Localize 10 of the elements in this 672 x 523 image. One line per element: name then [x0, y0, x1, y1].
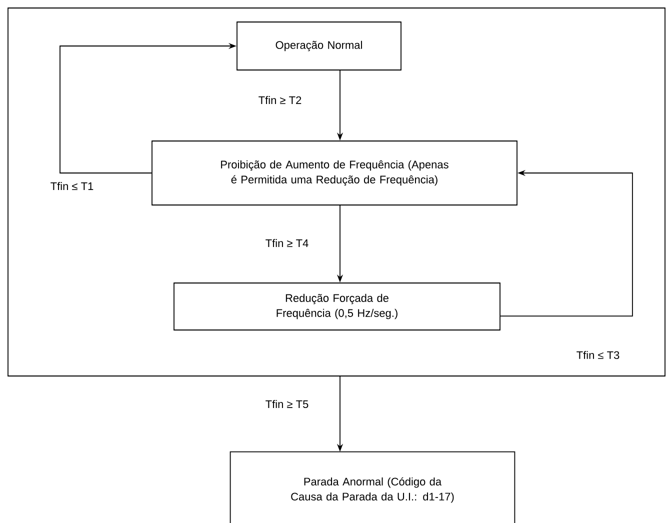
frame-box [8, 8, 666, 376]
process-box: Redução Forçada de Frequência (0,5 Hz/seg.) [174, 282, 500, 330]
process-box: Parada Anormal (Código da Causa da Parada da U.I.: d1-17) [230, 451, 516, 523]
edge-label: Tfin ≤ T3 [575, 350, 621, 360]
edge-label: Tfin ≤ T1 [49, 181, 95, 191]
process-box: Proibição de Aumento de Frequência (Apenas é Permitida uma Redução de Frequência) [152, 140, 518, 206]
edge-label: Tfin ≥ T2 [257, 95, 303, 105]
edge-label: Tfin ≥ T5 [264, 398, 310, 410]
process-box: Operação Normal [236, 22, 402, 70]
edge-label: Tfin ≥ T4 [264, 238, 310, 248]
